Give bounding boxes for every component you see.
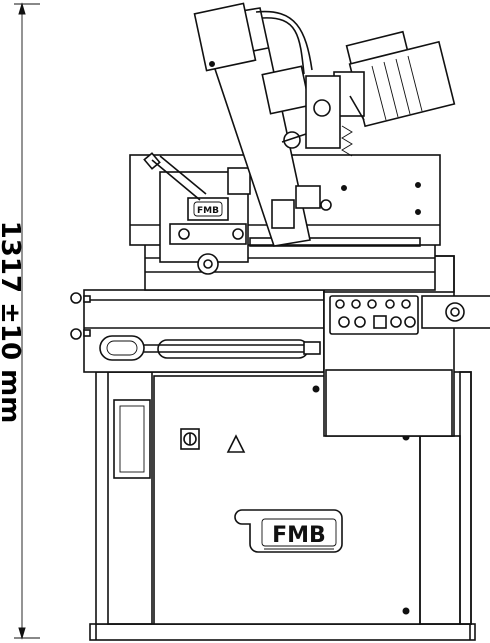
warning-triangle-icon (226, 434, 246, 453)
main-switch-icon (180, 428, 200, 450)
saw-head (193, 2, 332, 247)
cabinet (95, 371, 472, 625)
vise: FMB (143, 152, 251, 275)
fmb-logo: FMB (234, 509, 343, 553)
table-body (70, 289, 325, 373)
vise-logo-text: FMB (197, 206, 219, 216)
height-dimension: 1317 ±10 mm (0, 2, 40, 640)
machine-base (89, 623, 476, 641)
motor (305, 30, 456, 157)
fmb-logo-text: FMB (272, 523, 326, 548)
dimension-label: 1317 ±10 mm (0, 221, 25, 424)
